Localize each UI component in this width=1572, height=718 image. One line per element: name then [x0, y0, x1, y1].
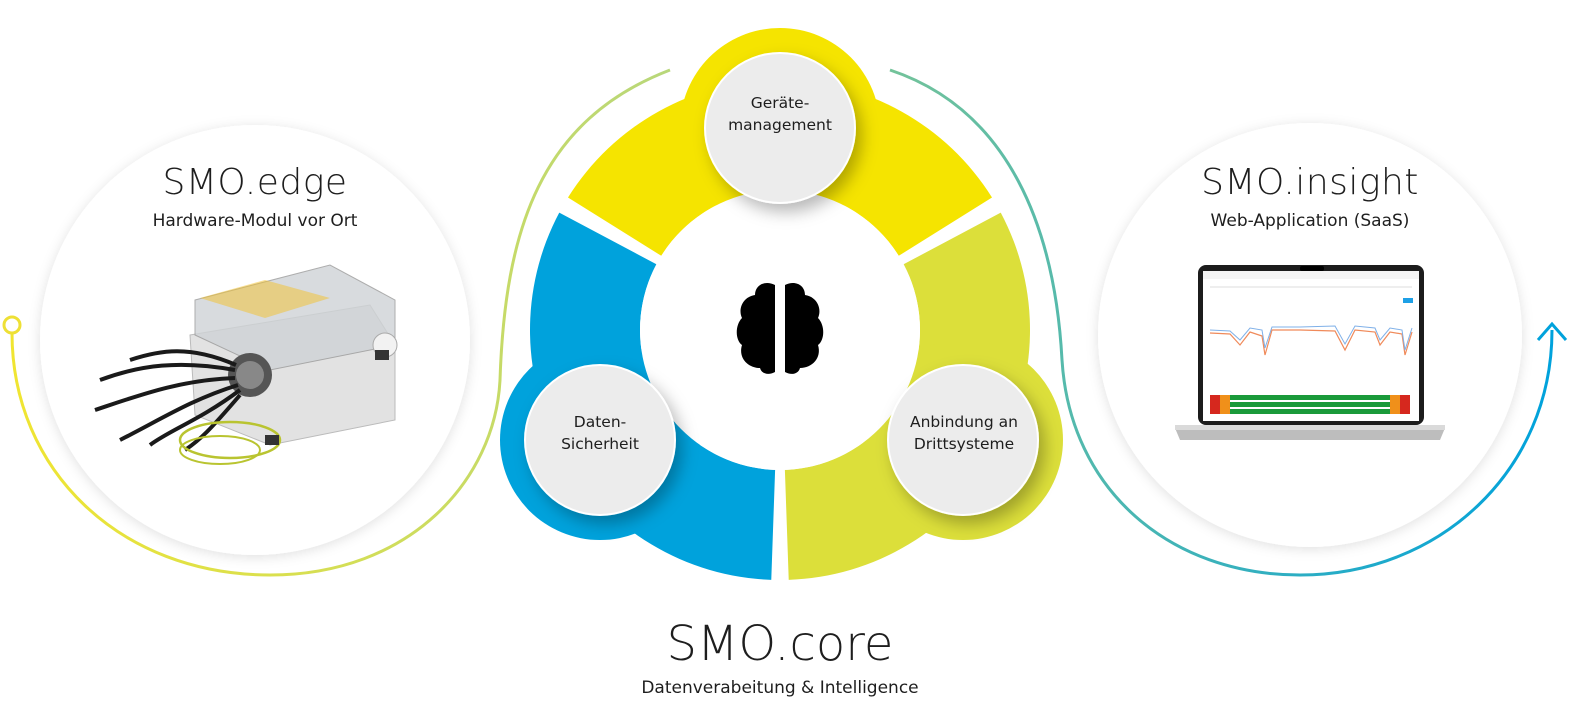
segment-datensicherheit-node-circle — [524, 364, 676, 516]
brain-icon — [736, 283, 824, 374]
laptop-dashboard-image — [1175, 265, 1445, 440]
node-line: Drittsysteme — [913, 435, 1015, 453]
segment-geraetemanagement-node-circle — [704, 52, 856, 204]
core-inner-circle — [640, 190, 920, 470]
node-geraetemanagement: Geräte- management — [700, 92, 860, 136]
insight-title: SMO.insight — [1201, 162, 1419, 203]
node-anbindung: Anbindung an Drittsysteme — [884, 411, 1044, 455]
node-line: Anbindung an — [910, 413, 1018, 431]
arrow-head-icon — [1536, 321, 1568, 341]
core-subtitle: Datenverabeitung & Intelligence — [641, 678, 919, 698]
segment-anbindung-node-circle — [887, 364, 1039, 516]
core-title: SMO.core — [666, 616, 894, 672]
edge-title: SMO.edge — [162, 162, 348, 203]
edge-subtitle: Hardware-Modul vor Ort — [152, 211, 358, 231]
start-dot-icon — [2, 315, 22, 335]
node-line: Sicherheit — [561, 435, 639, 453]
node-line: management — [728, 116, 832, 134]
node-line: Geräte- — [750, 94, 810, 112]
insight-subtitle: Web-Application (SaaS) — [1210, 211, 1410, 231]
connector-right — [889, 68, 1554, 577]
connector-left — [10, 68, 671, 577]
node-datensicherheit: Daten- Sicherheit — [520, 411, 680, 455]
hardware-module-image — [94, 264, 398, 465]
node-line: Daten- — [573, 413, 627, 431]
